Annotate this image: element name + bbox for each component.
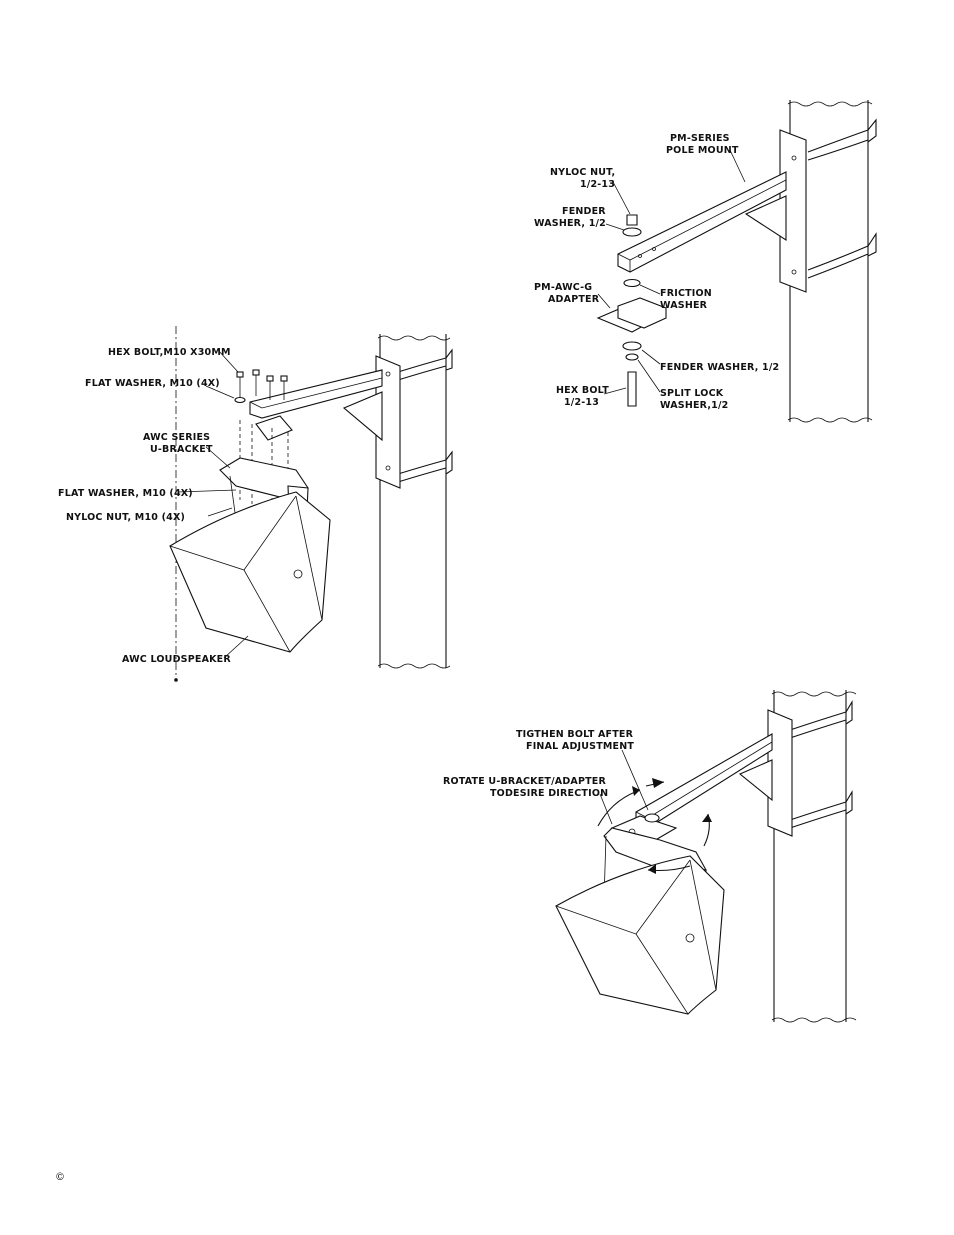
label-nyloc-nut-2: 1/2-13 [580,179,615,190]
label-awc-loudspeaker: AWC LOUDSPEAKER [122,654,231,665]
label-fender-washer-2: WASHER, 1/2 [534,218,606,229]
label-tighten-1: TIGTHEN BOLT AFTER [516,729,634,740]
label-nyloc-nut-m10: NYLOC NUT, M10 (4X) [66,512,185,523]
assembled-adjustment-view: TIGTHEN BOLT AFTER FINAL ADJUSTMENT ROTA… [443,690,857,1023]
label-pole-mount-2: POLE MOUNT [666,145,739,156]
label-flat-washer-top: FLAT WASHER, M10 (4X) [85,378,220,389]
label-u-bracket-1: AWC SERIES [143,432,210,443]
speaker-mounting-exploded-view: HEX BOLT,M10 X30MM FLAT WASHER, M10 (4X)… [58,326,453,682]
pole-mount-exploded-view: PM-SERIES POLE MOUNT NYLOC NUT, 1/2-13 F… [534,100,877,423]
copyright-symbol: © [55,1172,65,1183]
label-rotate-2: TODESIRE DIRECTION [490,788,608,799]
label-split-lock-2: WASHER,1/2 [660,400,728,411]
label-u-bracket-2: U-BRACKET [150,444,213,455]
label-nyloc-nut-1: NYLOC NUT, [550,167,615,178]
label-friction-washer-1: FRICTION [660,288,712,299]
label-fender-washer-1: FENDER [562,206,606,217]
label-adapter-2: ADAPTER [548,294,600,305]
label-split-lock-1: SPLIT LOCK [660,388,724,399]
label-tighten-2: FINAL ADJUSTMENT [526,741,634,752]
label-friction-washer-2: WASHER [660,300,708,311]
label-adapter-1: PM-AWC-G [534,282,592,293]
label-fender-washer-bottom: FENDER WASHER, 1/2 [660,362,779,373]
label-hex-bolt-m10: HEX BOLT,M10 X30MM [108,347,231,358]
label-flat-washer-bottom: FLAT WASHER, M10 (4X) [58,488,193,499]
label-pole-mount-1: PM-SERIES [670,133,730,144]
label-hex-bolt-2: 1/2-13 [564,397,599,408]
label-rotate-1: ROTATE U-BRACKET/ADAPTER [443,776,606,787]
label-hex-bolt-1: HEX BOLT [556,385,609,396]
